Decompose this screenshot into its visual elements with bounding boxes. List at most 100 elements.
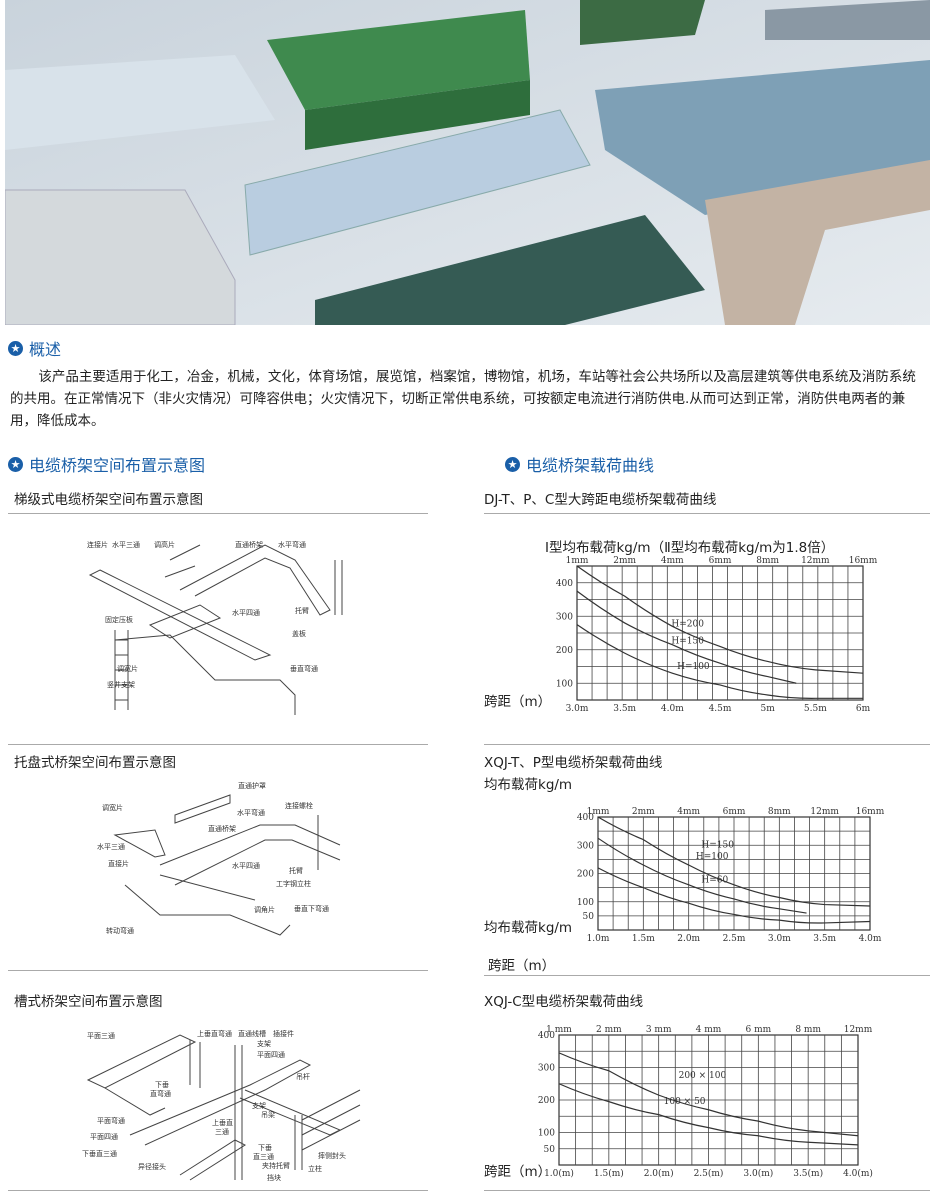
y-tick-label: 200 xyxy=(556,646,573,656)
tray-diagram-title: 托盘式桥架空间布置示意图 xyxy=(14,755,176,771)
x-tick-label: 1.0(m) xyxy=(544,1168,574,1179)
diagram-label: 工字钢立柱 xyxy=(276,880,311,888)
tray-diagram xyxy=(113,794,341,936)
diagram-label: 支架 xyxy=(252,1102,266,1110)
divider xyxy=(484,975,930,976)
top-tick-label: 2mm xyxy=(632,807,655,817)
x-tick-label: 3.5(m) xyxy=(793,1168,823,1179)
chart2-heading: XQJ-T、P型电缆桥架载荷曲线 xyxy=(484,755,663,771)
diagram-label: 水平弯通 xyxy=(278,541,306,549)
y-tick-label: 200 xyxy=(577,870,594,880)
diagram-label: 调高片 xyxy=(154,541,175,549)
diagram-label: 水平四通 xyxy=(232,862,260,870)
top-tick-label: 8mm xyxy=(768,807,791,817)
chart2-xlabel: 跨距（m） xyxy=(488,958,556,974)
load-section-title: 电缆桥架载荷曲线 xyxy=(526,456,655,475)
series-label: H=100 xyxy=(696,852,729,862)
overview-heading: ★ 概述 xyxy=(8,336,61,360)
diagram-label: 支架 xyxy=(257,1040,271,1048)
divider xyxy=(8,1190,428,1191)
x-tick-label: 1.5(m) xyxy=(594,1168,624,1179)
chart1-heading: DJ-T、P、C型大跨距电缆桥架载荷曲线 xyxy=(484,492,717,508)
x-tick-label: 4.0(m) xyxy=(843,1168,873,1179)
x-tick-label: 3.0(m) xyxy=(743,1168,773,1179)
x-tick-label: 3.0m xyxy=(566,704,589,714)
diagram-label: 吊梁 xyxy=(261,1111,275,1119)
top-tick-label: 1mm xyxy=(587,807,610,817)
divider xyxy=(8,970,428,971)
diagram-label: 直弯通 xyxy=(150,1090,171,1098)
top-tick-label: 6 mm xyxy=(746,1025,772,1035)
diagram-label: 直通桥架 xyxy=(235,541,263,549)
series-label: H=100 xyxy=(677,662,710,672)
diagram-label: 固定压板 xyxy=(105,616,133,624)
overview-title: 概述 xyxy=(29,340,62,359)
diagram-label: 水平弯通 xyxy=(237,809,265,817)
diagram-label: 上垂直弯通 xyxy=(197,1030,232,1038)
ladder-diagram-title: 梯级式电缆桥架空间布置示意图 xyxy=(14,492,203,508)
series-label: H=150 xyxy=(701,841,734,851)
diagram-label: 托臂 xyxy=(295,607,309,615)
x-tick-label: 4.5m xyxy=(709,704,732,714)
series-label: H=60 xyxy=(701,876,728,886)
y-tick-label: 300 xyxy=(556,612,573,622)
x-tick-label: 2.5(m) xyxy=(694,1168,724,1179)
top-tick-label: 16mm xyxy=(849,556,878,566)
x-tick-label: 6m xyxy=(856,704,871,714)
star-circle-icon: ★ xyxy=(8,456,23,472)
top-tick-label: 16mm xyxy=(856,807,885,817)
divider xyxy=(484,744,930,745)
top-tick-label: 2mm xyxy=(613,556,636,566)
y-tick-label: 400 xyxy=(556,579,573,589)
diagram-label: 盖板 xyxy=(292,630,306,638)
x-tick-label: 4.0m xyxy=(661,704,684,714)
top-tick-label: 8mm xyxy=(756,556,779,566)
x-tick-label: 2.5m xyxy=(723,934,746,944)
diagram-label: 上垂直 xyxy=(212,1119,233,1127)
diagram-label: 挡块 xyxy=(267,1174,281,1182)
diagram-label: 下垂 xyxy=(258,1144,272,1152)
diagram-label: 直通护罩 xyxy=(238,782,266,790)
x-tick-label: 4.0m xyxy=(859,934,882,944)
series-label: H=200 xyxy=(671,619,704,629)
diagram-label: 吊杆 xyxy=(296,1073,310,1081)
top-tick-label: 6mm xyxy=(709,556,732,566)
diagram-label: 平面四通 xyxy=(257,1051,285,1059)
diagram-label: 托臂 xyxy=(289,867,303,875)
diagram-label: 摔侧封头 xyxy=(318,1152,346,1160)
divider xyxy=(8,513,428,514)
y-tick-label: 50 xyxy=(583,912,595,922)
top-tick-label: 4 mm xyxy=(696,1025,722,1035)
top-tick-label: 1 mm xyxy=(546,1025,572,1035)
top-tick-label: 6mm xyxy=(723,807,746,817)
diagram-label: 水平四通 xyxy=(232,609,260,617)
diagram-label: 直三通 xyxy=(253,1153,274,1161)
diagram-label: 调宽片 xyxy=(102,804,123,812)
product-photo xyxy=(5,0,930,325)
chart3-xlabel: 跨距（m） xyxy=(484,1164,552,1180)
ladder-tray-diagram xyxy=(88,544,343,715)
x-tick-label: 2.0m xyxy=(677,934,700,944)
top-tick-label: 12mm xyxy=(844,1025,873,1035)
series-label: 100 × 50 xyxy=(664,1097,706,1107)
diagram-label: 直接片 xyxy=(108,860,129,868)
chart1-xlabel: 跨距（m） xyxy=(484,694,552,710)
diagram-label: 下垂 xyxy=(155,1081,169,1089)
diagram-label: 连接螺栓 xyxy=(285,802,313,810)
top-tick-label: 2 mm xyxy=(596,1025,622,1035)
y-tick-label: 100 xyxy=(577,898,594,908)
top-tick-label: 3 mm xyxy=(646,1025,672,1035)
y-tick-label: 200 xyxy=(538,1096,555,1106)
divider xyxy=(8,744,428,745)
chart1-title: Ⅰ型均布载荷kg/m（Ⅱ型均布载荷kg/m为1.8倍） xyxy=(545,540,835,556)
trough-diagram-title: 槽式桥架空间布置示意图 xyxy=(14,994,163,1010)
diagram-label: 水平三通 xyxy=(112,541,140,549)
diagram-label: 三通 xyxy=(215,1128,229,1136)
x-tick-label: 2.0(m) xyxy=(644,1168,674,1179)
series-line xyxy=(597,837,807,914)
series-line xyxy=(597,816,871,907)
series-line xyxy=(558,1052,859,1137)
divider xyxy=(484,1190,930,1191)
series-label: 200 × 100 xyxy=(679,1071,727,1081)
